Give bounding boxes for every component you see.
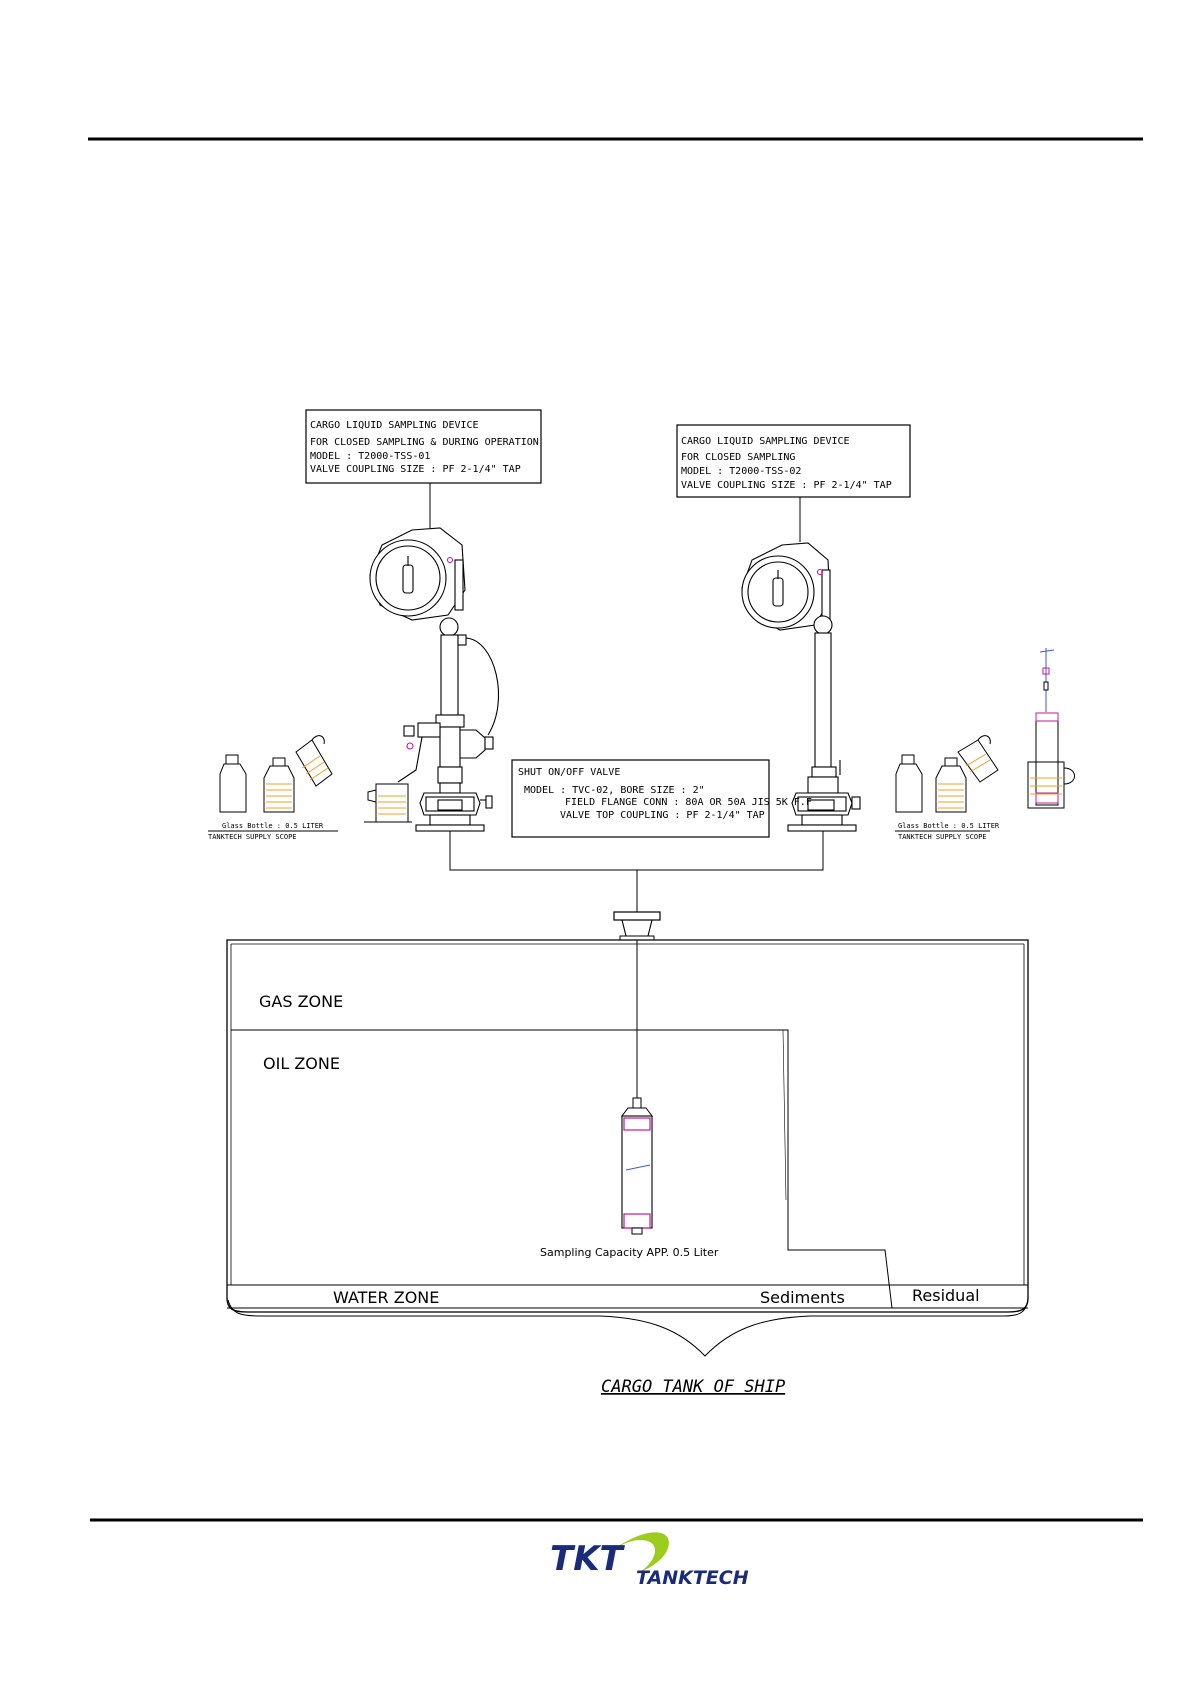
device1-line-1: CARGO LIQUID SAMPLING DEVICE — [310, 420, 479, 431]
device2-line-4: VALVE COUPLING SIZE : PF 2-1/4" TAP — [681, 480, 892, 491]
tank-sampler — [621, 940, 653, 1235]
valve-line-1: SHUT ON/OFF VALVE — [518, 767, 620, 778]
valve-connection-lines — [449, 831, 824, 912]
device2-line-2: FOR CLOSED SAMPLING — [681, 452, 795, 463]
tank-title: CARGO TANK OF SHIP — [601, 1377, 785, 1397]
gas-zone-label: GAS ZONE — [259, 992, 343, 1011]
bottle-right-caption: Glass Bottle : 0.5 LITER — [898, 822, 1000, 830]
valve-label-box: SHUT ON/OFF VALVE MODEL : TVC-02, BORE S… — [511, 759, 812, 838]
device1-line-2: FOR CLOSED SAMPLING & DURING OPERATION — [310, 437, 539, 448]
device1-line-4: VALVE COUPLING SIZE : PF 2-1/4" TAP — [310, 464, 521, 475]
bottle-left-scope: TANKTECH SUPPLY SCOPE — [208, 833, 297, 841]
logo-mark: TKT — [550, 1539, 626, 1579]
sampler-standalone — [1027, 648, 1075, 809]
device2-line-1: CARGO LIQUID SAMPLING DEVICE — [681, 436, 850, 447]
valve-line-3: FIELD FLANGE CONN : 80A OR 50A JIS 5K F.… — [565, 797, 812, 808]
bottle-group-right — [895, 735, 999, 813]
sediments-label: Sediments — [760, 1288, 845, 1307]
bottle-group-left — [219, 735, 412, 823]
device2-line-3: MODEL : T2000-TSS-02 — [681, 466, 801, 477]
valve-line-2: MODEL : TVC-02, BORE SIZE : 2" — [524, 785, 705, 796]
logo-name: TANKTECH — [636, 1567, 749, 1589]
tank-brace — [227, 1299, 1029, 1357]
residual-label: Residual — [912, 1286, 980, 1305]
sampling-capacity-label: Sampling Capacity APP. 0.5 Liter — [540, 1246, 719, 1259]
device1-label-box: CARGO LIQUID SAMPLING DEVICE FOR CLOSED … — [305, 409, 542, 484]
device2-label-box: CARGO LIQUID SAMPLING DEVICE FOR CLOSED … — [676, 424, 911, 498]
device1-line-3: MODEL : T2000-TSS-01 — [310, 451, 430, 462]
tanktech-logo: TKT TANKTECH — [550, 1532, 749, 1589]
logo-swoosh — [600, 1532, 669, 1572]
oil-zone-label: OIL ZONE — [263, 1054, 340, 1073]
bottle-right-scope: TANKTECH SUPPLY SCOPE — [898, 833, 987, 841]
sampling-device-2 — [741, 542, 861, 832]
sampling-device-1 — [369, 527, 500, 832]
bottle-left-caption: Glass Bottle : 0.5 LITER — [222, 822, 324, 830]
water-zone-label: WATER ZONE — [333, 1288, 439, 1307]
valve-line-4: VALVE TOP COUPLING : PF 2-1/4" TAP — [560, 810, 765, 821]
